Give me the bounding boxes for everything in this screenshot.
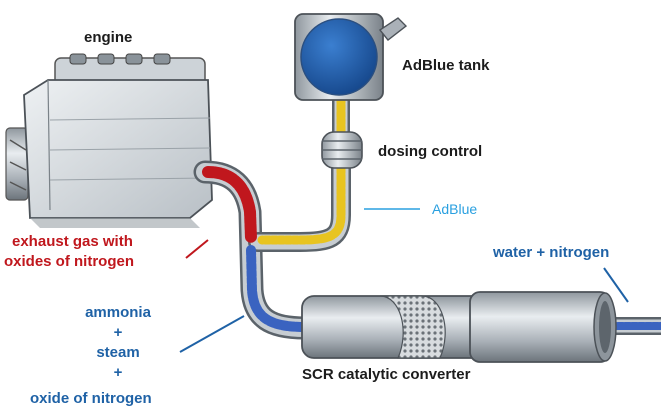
adblue-label: AdBlue <box>432 201 478 217</box>
plus-label-1: + <box>113 324 123 341</box>
flow-particles <box>202 93 661 332</box>
water-nitrogen-label: water + nitrogen <box>493 244 610 261</box>
exhaust-gas-label-line2: oxides of nitrogen <box>4 253 135 270</box>
dosing-control-label: dosing control <box>378 143 483 160</box>
callout-lines <box>179 208 629 353</box>
ammonia-label: ammonia <box>85 304 151 321</box>
engine-block <box>5 53 213 228</box>
engine-label: engine <box>84 29 133 46</box>
plus-label-2: + <box>113 364 123 381</box>
adblue-tank <box>294 13 408 101</box>
steam-label: steam <box>96 344 140 361</box>
scr-converter-label: SCR catalytic converter <box>302 366 471 383</box>
oxide-of-nitrogen-label: oxide of nitrogen <box>30 390 152 407</box>
engine-fan <box>5 127 29 201</box>
adblue-tank-label: AdBlue tank <box>402 57 490 74</box>
dosing-control <box>321 131 363 169</box>
exhaust-gas-label-line1: exhaust gas with <box>12 233 133 250</box>
scr-converter <box>301 291 617 363</box>
